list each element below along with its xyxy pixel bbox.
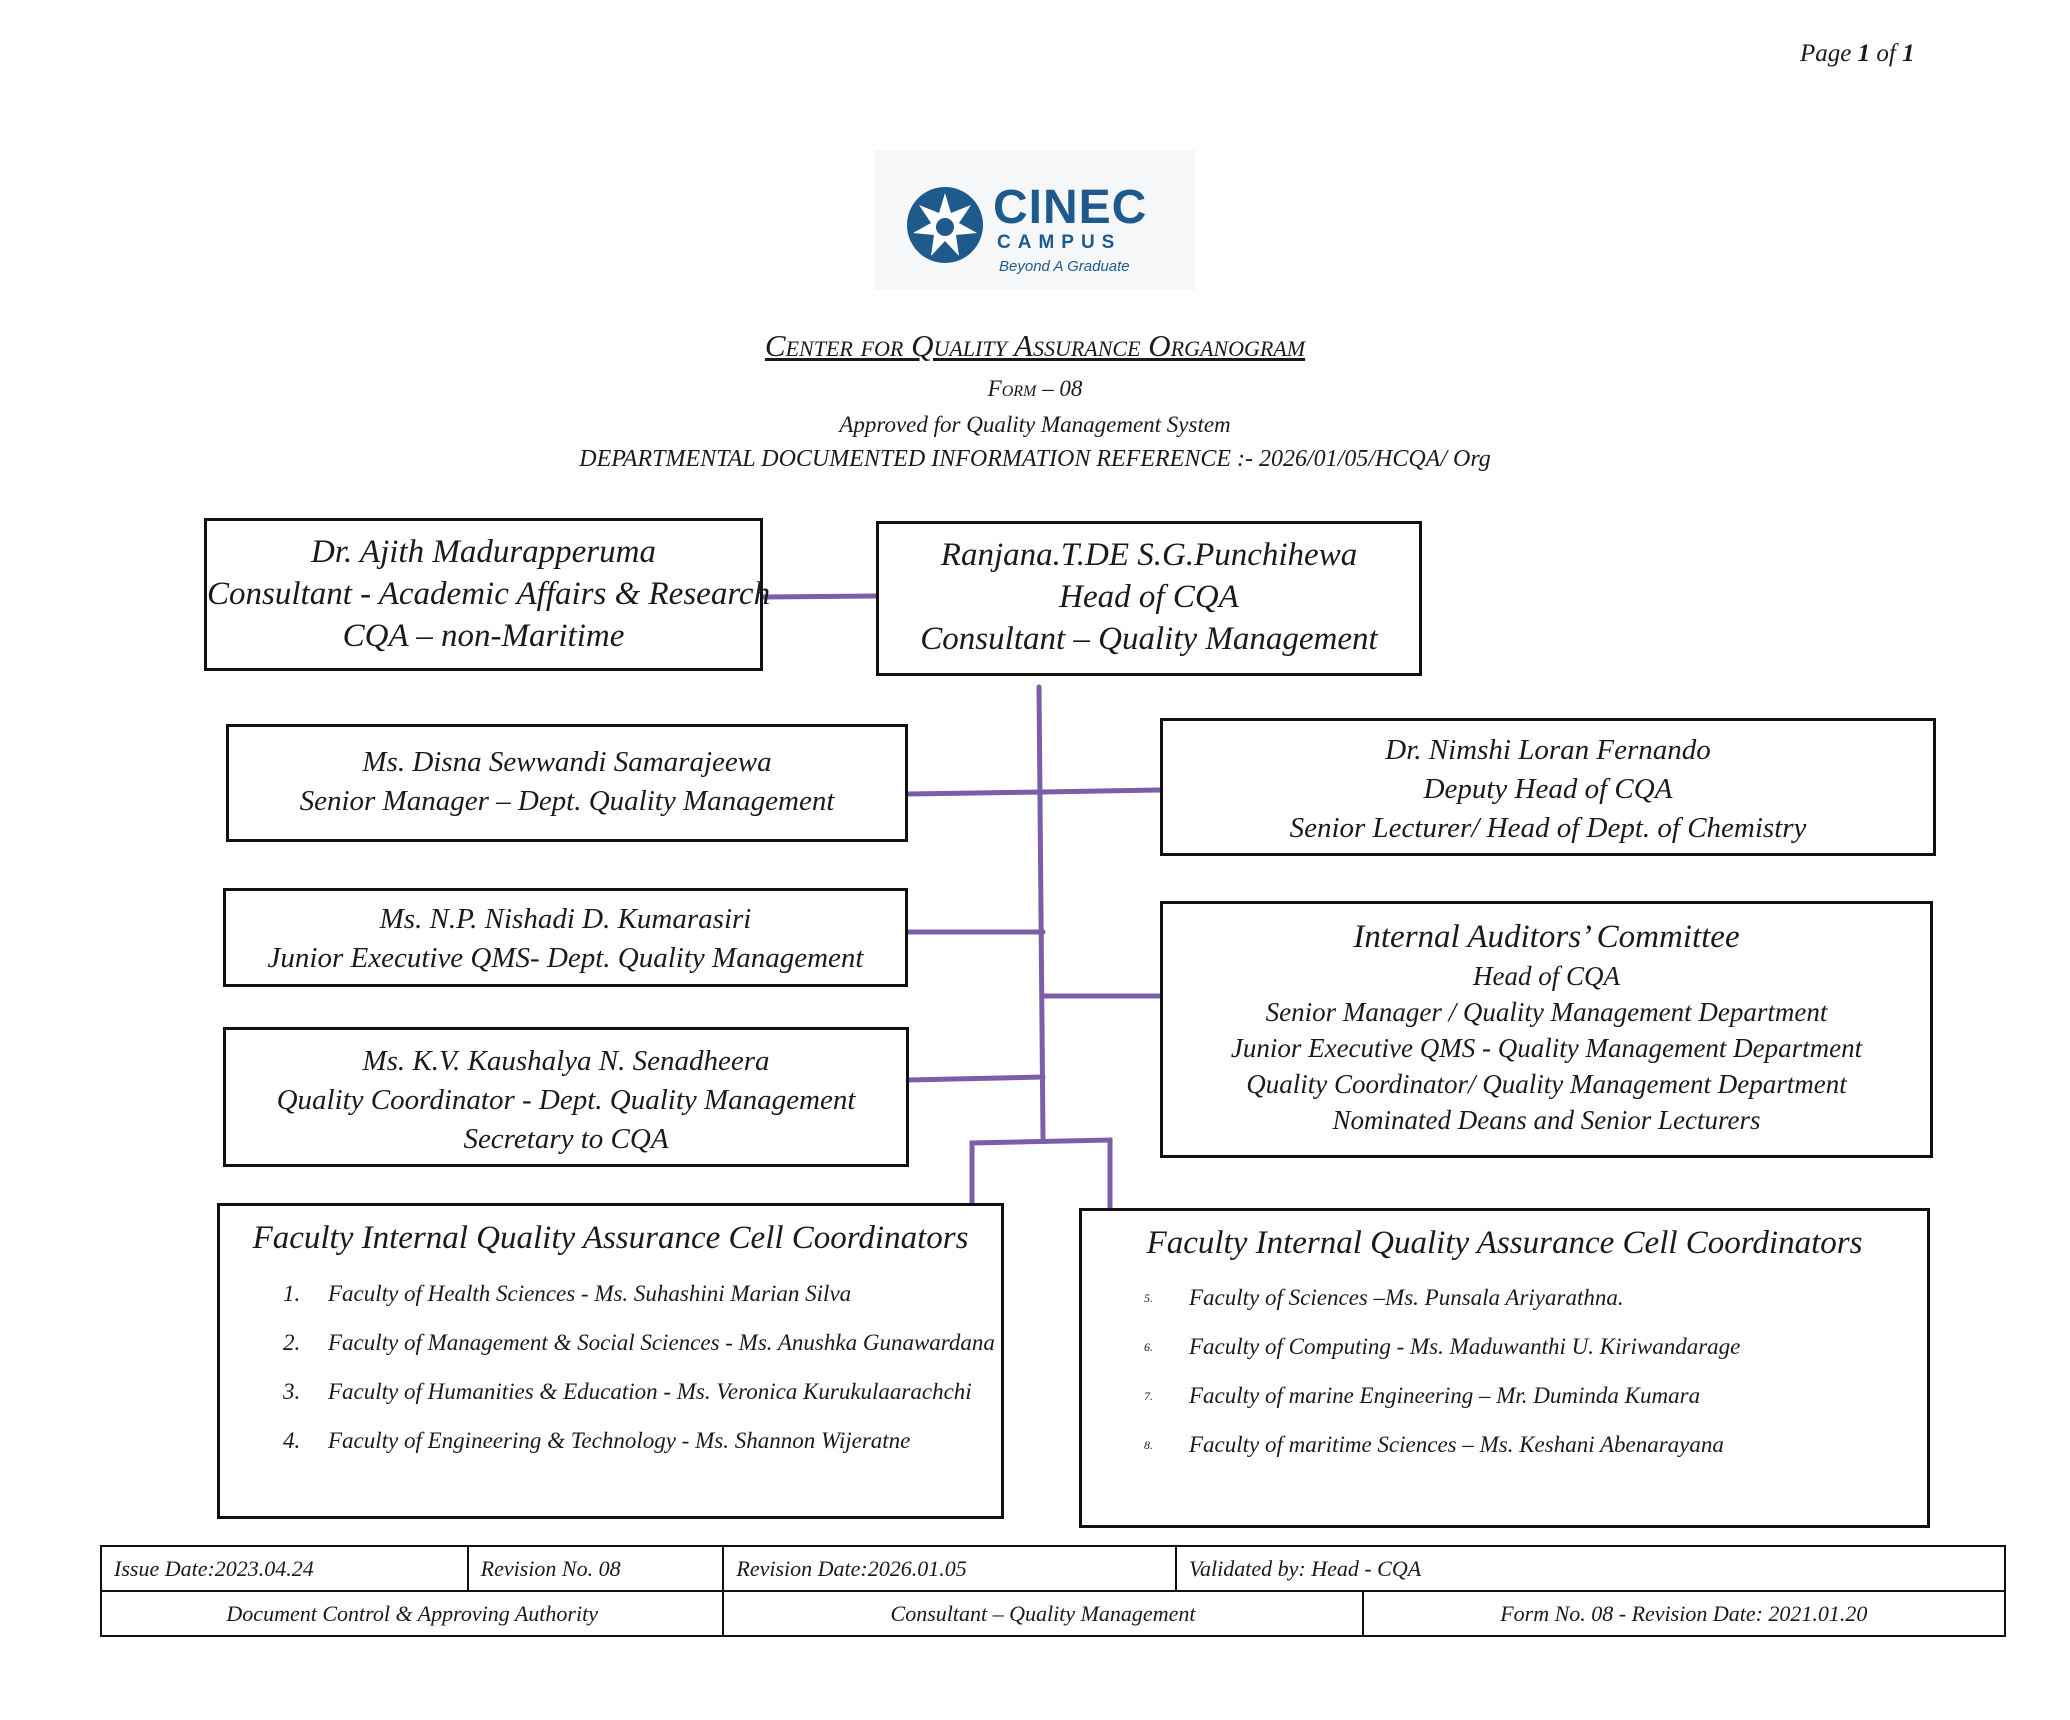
- auditors-member: Nominated Deans and Senior Lecturers: [1332, 1105, 1761, 1135]
- node-scope: Secretary to CQA: [463, 1123, 669, 1155]
- node-junior-executive: Ms. N.P. Nishadi D. Kumarasiri Junior Ex…: [223, 888, 908, 987]
- faculty-item-text: Faculty of Computing - Ms. Maduwanthi U.…: [1189, 1334, 1741, 1359]
- auditors-member: Junior Executive QMS - Quality Managemen…: [1230, 1033, 1863, 1063]
- faculty-coordinators-right: Faculty Internal Quality Assurance Cell …: [1079, 1208, 1930, 1528]
- auditors-member: Quality Coordinator/ Quality Management …: [1246, 1069, 1847, 1099]
- node-name: Dr. Ajith Madurapperuma: [311, 534, 656, 570]
- node-role: Consultant - Academic Affairs & Research: [207, 576, 771, 612]
- cinec-logo: CINEC CAMPUS Beyond A Graduate: [875, 150, 1195, 290]
- node-senior-manager: Ms. Disna Sewwandi Samarajeewa Senior Ma…: [226, 724, 908, 842]
- page-number-label: Page: [1800, 40, 1852, 67]
- connector-coordinator: [905, 1074, 1046, 1083]
- faculty-item-text: Faculty of Humanities & Education - Ms. …: [328, 1379, 972, 1404]
- faculty-item-number: 5.: [1144, 1291, 1153, 1305]
- faculty-item-number: 6.: [1144, 1340, 1153, 1354]
- approving-authority: Document Control & Approving Authority: [99, 1590, 725, 1637]
- reference-line: DEPARTMENTAL DOCUMENTED INFORMATION REFE…: [579, 446, 1491, 472]
- document-title: Center for Quality Assurance Organogram: [764, 328, 1306, 363]
- page-number: Page 1 of 1: [1800, 40, 1915, 68]
- faculty-coordinators-left: Faculty Internal Quality Assurance Cell …: [217, 1203, 1004, 1519]
- node-scope: Senior Lecturer/ Head of Dept. of Chemis…: [1289, 812, 1807, 844]
- node-deputy-head: Dr. Nimshi Loran Fernando Deputy Head of…: [1160, 718, 1936, 856]
- node-scope: Consultant – Quality Management: [920, 621, 1378, 657]
- issue-date: Issue Date:2023.04.24: [100, 1545, 469, 1592]
- form-revision: Form No. 08 - Revision Date: 2021.01.20: [1361, 1590, 2007, 1637]
- node-name: Ms. K.V. Kaushalya N. Senadheera: [362, 1045, 770, 1077]
- page-number-total: 1: [1902, 40, 1915, 67]
- node-quality-coordinator: Ms. K.V. Kaushalya N. Senadheera Quality…: [223, 1027, 909, 1167]
- node-consultant-academic: Dr. Ajith Madurapperuma Consultant - Aca…: [204, 518, 771, 671]
- node-name: Ms. Disna Sewwandi Samarajeewa: [362, 746, 772, 778]
- star-emblem-icon: [907, 187, 983, 263]
- connector-consultant-head: [760, 593, 879, 600]
- faculty-item-number: 7.: [1144, 1389, 1153, 1403]
- faculty-item-number: 4.: [283, 1428, 301, 1453]
- faculty-item-text: Faculty of Sciences –Ms. Punsala Ariyara…: [1189, 1285, 1624, 1310]
- revision-date: Revision Date:2026.01.05: [722, 1545, 1177, 1592]
- connector-senior-manager: [905, 789, 1046, 797]
- faculty-item-number: 2.: [283, 1330, 301, 1355]
- node-name: Ranjana.T.DE S.G.Punchihewa: [940, 537, 1358, 573]
- node-role: Senior Manager – Dept. Quality Managemen…: [299, 785, 835, 817]
- faculty-item-text: Faculty of Management & Social Sciences …: [328, 1330, 995, 1355]
- faculty-item-number: 1.: [283, 1281, 301, 1306]
- connector-trunk: [1036, 684, 1046, 1141]
- logo-name: CINEC: [993, 181, 1148, 234]
- auditors-member: Head of CQA: [1473, 961, 1620, 991]
- consultant-label: Consultant – Quality Management: [722, 1590, 1364, 1637]
- page-number-current: 1: [1857, 40, 1871, 67]
- page-number-of: of: [1876, 40, 1896, 67]
- connector-faculty-split: [969, 1137, 1113, 1211]
- faculty-item-text: Faculty of marine Engineering – Mr. Dumi…: [1189, 1383, 1701, 1408]
- node-scope: CQA – non-Maritime: [342, 618, 625, 654]
- node-role: Head of CQA: [1059, 579, 1239, 615]
- faculty-item-text: Faculty of maritime Sciences – Ms. Kesha…: [1189, 1432, 1724, 1457]
- faculty-item-text: Faculty of Health Sciences - Ms. Suhashi…: [328, 1281, 852, 1306]
- form-number: Form – 08: [987, 376, 1083, 401]
- faculty-item-number: 3.: [283, 1379, 301, 1404]
- node-name: Dr. Nimshi Loran Fernando: [1385, 734, 1711, 766]
- validated-by: Validated by: Head - CQA: [1175, 1545, 2006, 1592]
- faculty-item-number: 8.: [1144, 1438, 1153, 1452]
- faculty-title: Faculty Internal Quality Assurance Cell …: [252, 1220, 969, 1256]
- faculty-item-text: Faculty of Engineering & Technology - Ms…: [328, 1428, 911, 1453]
- faculty-title: Faculty Internal Quality Assurance Cell …: [1146, 1225, 1863, 1261]
- node-head-of-cqa: Ranjana.T.DE S.G.Punchihewa Head of CQA …: [876, 521, 1422, 676]
- node-name: Ms. N.P. Nishadi D. Kumarasiri: [379, 903, 752, 935]
- node-role: Junior Executive QMS- Dept. Quality Mana…: [267, 942, 864, 974]
- node-internal-auditors: Internal Auditors’ Committee Head of CQA…: [1160, 901, 1933, 1158]
- logo-campus: CAMPUS: [997, 232, 1122, 253]
- logo-tagline: Beyond A Graduate: [999, 258, 1130, 275]
- auditors-member: Senior Manager / Quality Management Depa…: [1265, 997, 1828, 1027]
- auditors-title: Internal Auditors’ Committee: [1353, 919, 1740, 955]
- approval-note: Approved for Quality Management System: [839, 412, 1231, 437]
- node-role: Quality Coordinator - Dept. Quality Mana…: [276, 1084, 856, 1116]
- node-role: Deputy Head of CQA: [1423, 773, 1673, 805]
- document-control-footer: Issue Date:2023.04.24 Revision No. 08 Re…: [99, 1545, 2007, 1637]
- connector-deputy-head: [1040, 787, 1163, 795]
- revision-number: Revision No. 08: [466, 1545, 725, 1592]
